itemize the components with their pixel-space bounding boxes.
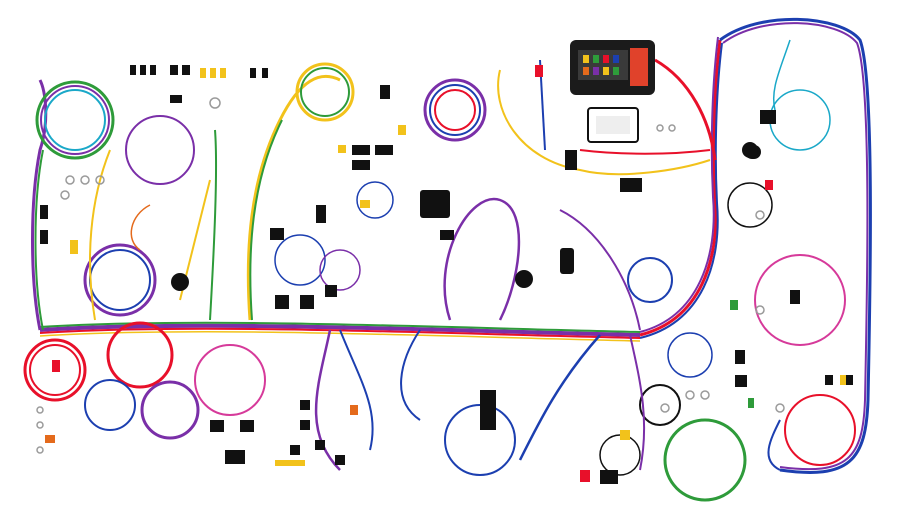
left-vertical-harness (31, 74, 341, 331)
accent-connectors (45, 65, 846, 482)
coiled-wire-loops (23, 62, 856, 502)
center-branches (89, 39, 791, 471)
fuse-card (587, 107, 639, 143)
fuse-box (570, 40, 655, 95)
main-trunk-bundle (39, 36, 723, 342)
ring-terminals (36, 97, 785, 454)
right-perimeter-loop (719, 17, 872, 474)
connectors (40, 65, 853, 484)
